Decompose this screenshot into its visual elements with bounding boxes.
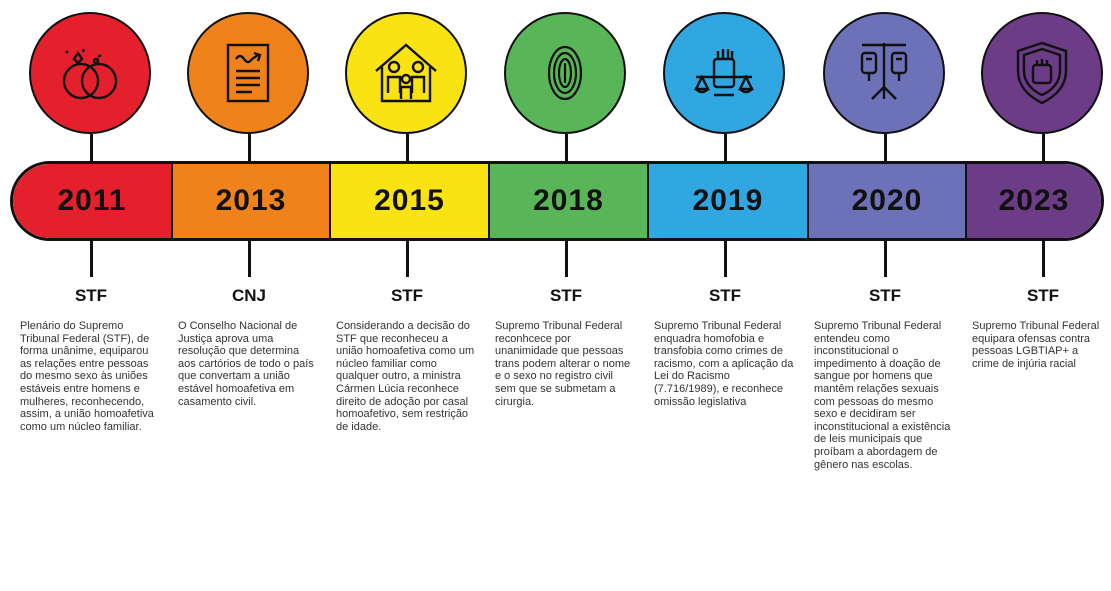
year-label: 2015 <box>374 184 445 217</box>
family-house-icon <box>375 43 437 103</box>
connector-line <box>406 134 409 161</box>
year-label: 2023 <box>998 184 1070 217</box>
institution-label: STF <box>390 286 424 305</box>
timeline-event-2015: STF Considerando a decisão do STF que re… <box>328 0 486 591</box>
connector-line <box>248 241 251 277</box>
connector-line <box>406 241 409 277</box>
event-icon-circle <box>345 12 467 134</box>
timeline-event-2023: STF Supremo Tribunal Federal equipara of… <box>964 0 1111 591</box>
fingerprint-icon <box>547 45 583 101</box>
institution-label: STF <box>1026 286 1060 305</box>
year-2023-segment: 2023 <box>967 164 1101 238</box>
connector-line <box>1042 134 1045 161</box>
timeline-event-2011: STF Plenário do Supremo Tribunal Federal… <box>12 0 170 591</box>
event-description: Supremo Tribunal Federal equipara ofensa… <box>972 320 1100 370</box>
event-icon-circle <box>504 12 626 134</box>
year-2015-segment: 2015 <box>331 164 490 238</box>
rings-icon <box>62 48 118 100</box>
shield-fist-icon <box>1016 41 1068 105</box>
year-2018-segment: 2018 <box>490 164 649 238</box>
event-icon-circle <box>29 12 151 134</box>
event-description: Supremo Tribunal Federal enquadra homofo… <box>654 320 794 408</box>
connector-line <box>724 241 727 277</box>
blood-bags-icon <box>860 43 908 100</box>
year-2011-segment: 2011 <box>13 164 173 238</box>
event-description: Supremo Tribunal Federal entendeu como i… <box>814 320 951 471</box>
connector-line <box>565 241 568 277</box>
institution-label: STF <box>549 286 583 305</box>
year-label: 2011 <box>57 184 127 217</box>
timeline-event-2020: STF Supremo Tribunal Federal entendeu co… <box>806 0 964 591</box>
event-icon-circle <box>663 12 785 134</box>
event-description: Considerando a decisão do STF que reconh… <box>336 320 475 433</box>
year-label: 2013 <box>215 184 287 217</box>
event-description: Supremo Tribunal Federal reconhcece por … <box>495 320 631 408</box>
institution-label: STF <box>74 286 108 305</box>
year-label: 2020 <box>851 184 923 217</box>
event-description: Plenário do Supremo Tribunal Federal (ST… <box>20 320 154 433</box>
timeline-event-2018: STF Supremo Tribunal Federal reconhcece … <box>487 0 645 591</box>
event-icon-circle <box>187 12 309 134</box>
certificate-icon <box>226 43 270 103</box>
connector-line <box>884 241 887 277</box>
connector-line <box>565 134 568 161</box>
timeline-bar: 2011 2013 2015 2018 2019 2020 2023 <box>10 161 1104 241</box>
event-icon-circle <box>823 12 945 134</box>
institution-label: CNJ <box>231 286 266 305</box>
year-label: 2018 <box>533 184 604 217</box>
event-description: O Conselho Nacional de Justiça aprova um… <box>178 320 314 408</box>
connector-line <box>90 241 93 277</box>
year-2019-segment: 2019 <box>649 164 809 238</box>
connector-line <box>1042 241 1045 277</box>
justice-scale-fist-icon <box>694 49 754 97</box>
event-icon-circle <box>981 12 1103 134</box>
timeline-event-2019: STF Supremo Tribunal Federal enquadra ho… <box>646 0 804 591</box>
connector-line <box>884 134 887 161</box>
year-2013-segment: 2013 <box>173 164 331 238</box>
institution-label: STF <box>868 286 902 305</box>
connector-line <box>90 134 93 161</box>
year-label: 2019 <box>692 184 764 217</box>
year-2020-segment: 2020 <box>809 164 967 238</box>
connector-line <box>248 134 251 161</box>
institution-label: STF <box>708 286 742 305</box>
connector-line <box>724 134 727 161</box>
timeline-event-2013: CNJ O Conselho Nacional de Justiça aprov… <box>170 0 328 591</box>
